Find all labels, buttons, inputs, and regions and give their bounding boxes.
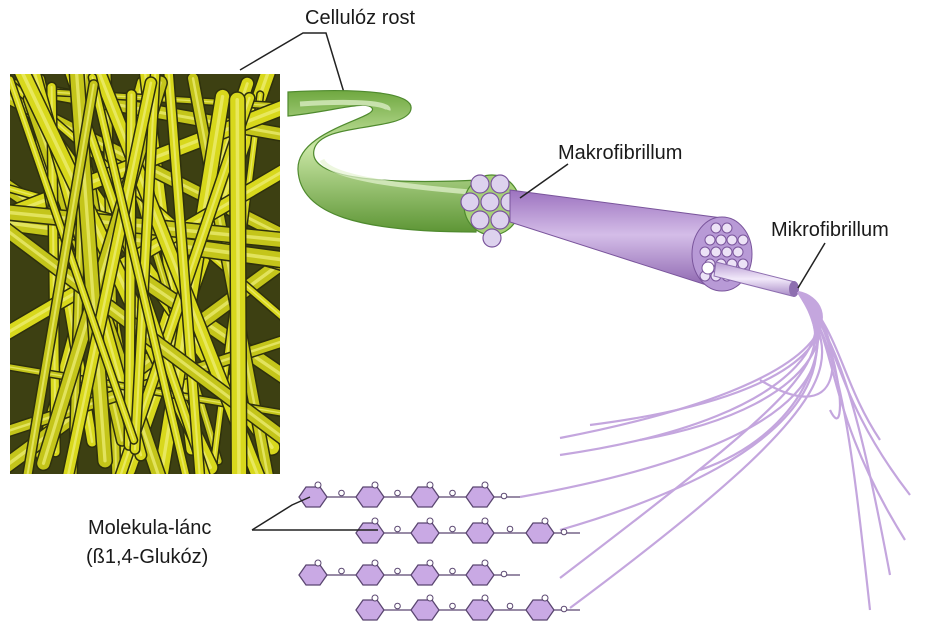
microfibril-leader: [798, 243, 825, 288]
glucose-chains: [299, 482, 580, 620]
cellulose-fiber-tube: [288, 91, 520, 247]
fiber-micrograph: [0, 62, 290, 499]
macrofibril-leader: [520, 164, 568, 198]
macrofibril-label: Makrofibrillum: [558, 141, 682, 165]
microfibril-label: Mikrofibrillum: [771, 218, 889, 242]
microfibril-tube: [714, 262, 799, 297]
molecule-strands: [520, 292, 910, 610]
glucose-linkage-label: (ß1,4-Glukóz): [86, 545, 208, 569]
cellulose-fiber-label: Cellulóz rost: [305, 6, 415, 30]
molecule-chain-label: Molekula-lánc: [88, 516, 211, 540]
